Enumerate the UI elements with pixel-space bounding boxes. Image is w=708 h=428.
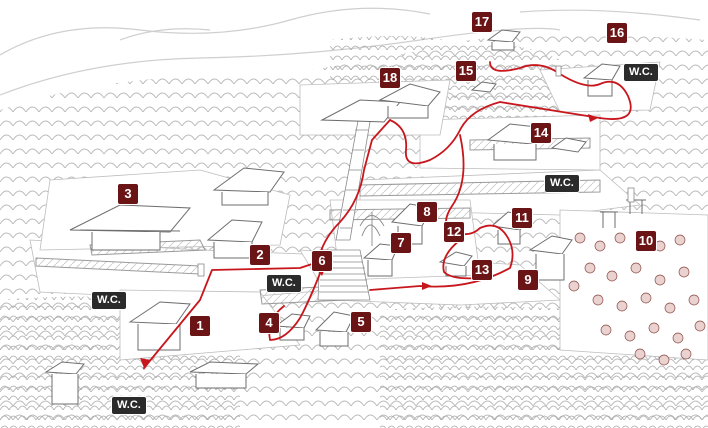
location-marker-8[interactable]: 8 (417, 202, 437, 222)
location-marker-14[interactable]: 14 (531, 123, 551, 143)
location-marker-5[interactable]: 5 (351, 312, 371, 332)
restroom-label[interactable]: W.C. (624, 64, 658, 81)
location-marker-7[interactable]: 7 (391, 233, 411, 253)
location-marker-18[interactable]: 18 (380, 68, 400, 88)
location-marker-6[interactable]: 6 (312, 251, 332, 271)
location-marker-2[interactable]: 2 (250, 245, 270, 265)
location-marker-16[interactable]: 16 (607, 23, 627, 43)
location-marker-17[interactable]: 17 (472, 12, 492, 32)
buildings (44, 29, 646, 405)
location-marker-1[interactable]: 1 (190, 316, 210, 336)
restroom-label[interactable]: W.C. (92, 292, 126, 309)
location-marker-3[interactable]: 3 (118, 184, 138, 204)
location-marker-10[interactable]: 10 (636, 231, 656, 251)
restroom-label[interactable]: W.C. (267, 275, 301, 292)
lanterns (197, 65, 635, 277)
restroom-label[interactable]: W.C. (545, 175, 579, 192)
location-marker-15[interactable]: 15 (456, 61, 476, 81)
location-marker-12[interactable]: 12 (444, 222, 464, 242)
orchard-trees (568, 232, 706, 366)
location-marker-9[interactable]: 9 (518, 270, 538, 290)
location-marker-13[interactable]: 13 (472, 260, 492, 280)
location-marker-11[interactable]: 11 (512, 208, 532, 228)
restroom-label[interactable]: W.C. (112, 397, 146, 414)
weeping-tree (359, 212, 385, 246)
location-marker-4[interactable]: 4 (259, 313, 279, 333)
walking-route (143, 61, 632, 369)
mountain-ridges (0, 7, 701, 96)
